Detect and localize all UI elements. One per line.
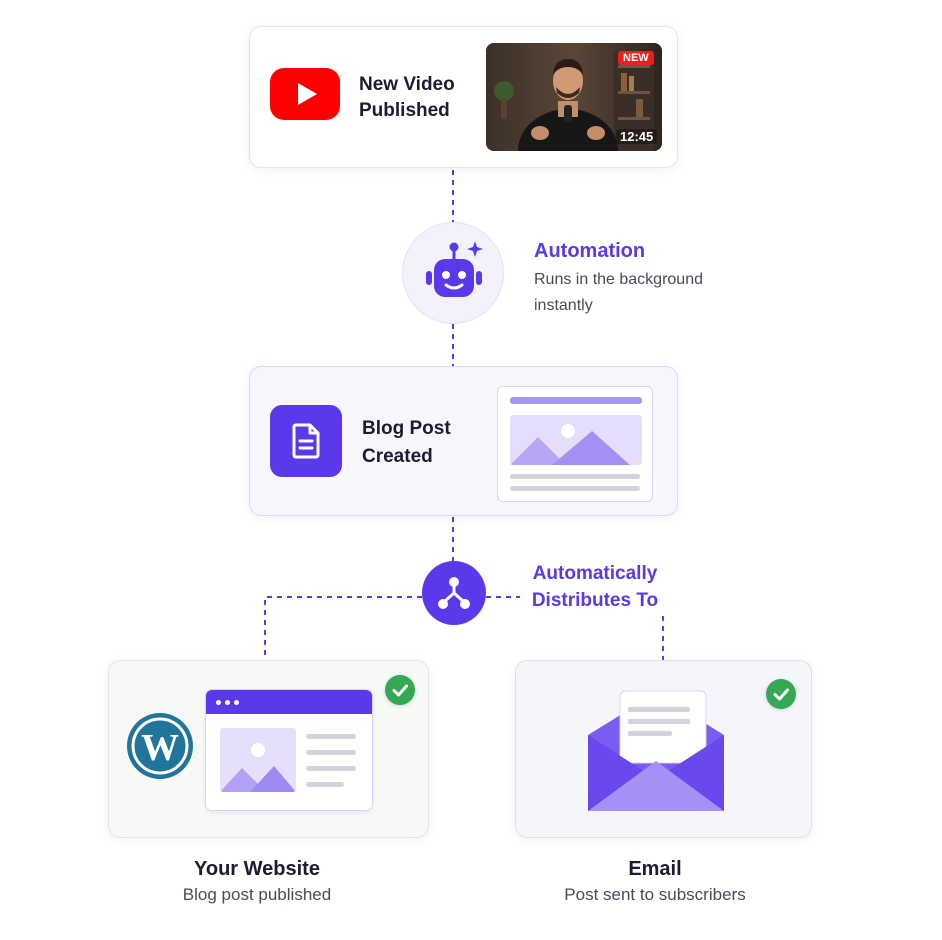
automation-desc-2: instantly (534, 297, 593, 314)
share-icon (438, 577, 470, 609)
email-card (515, 660, 812, 838)
new-badge: NEW (618, 51, 654, 65)
website-title: Your Website (194, 858, 320, 880)
svg-text:W: W (141, 727, 179, 769)
robot-icon (426, 241, 483, 297)
image-placeholder (510, 415, 642, 465)
automation-title: Automation (534, 240, 646, 262)
video-thumbnail[interactable]: NEW 12:45 (486, 43, 662, 151)
blog-post-card: Blog Post Created (249, 366, 678, 516)
video-duration: 12:45 (616, 129, 658, 144)
envelope-icon (588, 690, 724, 811)
youtube-icon (270, 68, 340, 120)
automation-label: Automation Runs in the background instan… (534, 238, 774, 319)
automation-node (402, 222, 504, 324)
blog-preview (497, 386, 653, 502)
video-title: New Video Published (359, 74, 455, 121)
email-desc: Post sent to subscribers (564, 885, 746, 904)
video-published-card: New Video Published (249, 26, 678, 168)
wordpress-icon: W (125, 711, 195, 781)
image-placeholder (220, 728, 296, 792)
automation-desc-1: Runs in the background (534, 271, 703, 288)
website-card: W (108, 660, 429, 838)
share-node (422, 561, 486, 625)
check-icon (385, 675, 415, 705)
website-mockup (205, 689, 373, 811)
website-desc: Blog post published (182, 885, 332, 904)
email-caption: Email Post sent to subscribers (515, 856, 795, 908)
check-icon (766, 679, 796, 709)
distribute-label: Automatically Distributes To (520, 560, 670, 614)
email-title: Email (628, 858, 682, 880)
website-caption: Your Website Blog post published (108, 856, 406, 908)
blog-post-title: Blog Post Created (362, 418, 451, 467)
document-icon (270, 405, 342, 477)
